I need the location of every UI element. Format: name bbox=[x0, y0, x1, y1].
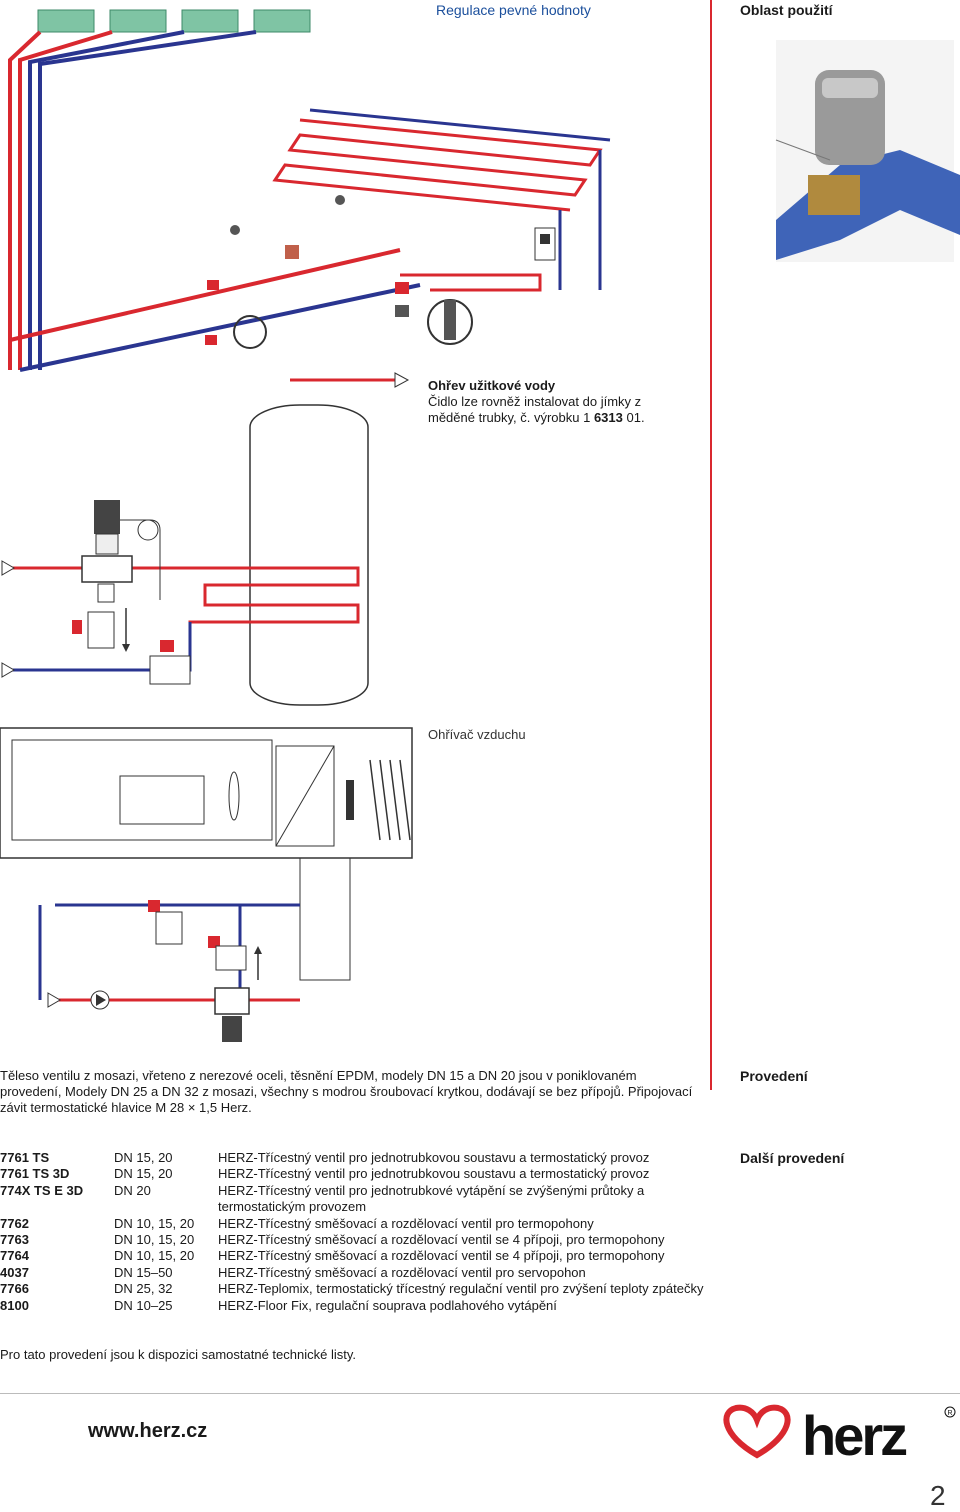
model-dn: DN 10, 15, 20 bbox=[114, 1232, 195, 1248]
hot-water-caption-title: Ohřev užitkové vody bbox=[428, 378, 556, 393]
model-dn: DN 10, 15, 20 bbox=[114, 1215, 195, 1231]
table-row: 774X TS E 3D DN 20 HERZ-Třícestný ventil p… bbox=[0, 1183, 718, 1216]
heading-provedeni: Provedení bbox=[740, 1068, 808, 1084]
model-dn: DN 15, 20 bbox=[114, 1166, 173, 1182]
page-number: 2 bbox=[930, 1480, 946, 1511]
model-dn: DN 10, 15, 20 bbox=[114, 1248, 195, 1264]
technical-sheets-note: Pro tato provedení jsou k dispozici samo… bbox=[0, 1347, 356, 1362]
valve-photo bbox=[775, 40, 960, 262]
herz-logo: herz R bbox=[712, 1400, 960, 1466]
table-row: 7761 TS DN 15, 20 HERZ-Třícestný ventil pr… bbox=[0, 1150, 718, 1166]
air-heater-caption: Ohřívač vzduchu bbox=[428, 727, 526, 742]
table-row: 7761 TS 3D DN 15, 20 HERZ-Třícestný ventil… bbox=[0, 1166, 718, 1182]
website-link[interactable]: www.herz.cz bbox=[88, 1420, 208, 1442]
model-code: 4037 bbox=[0, 1264, 29, 1280]
footer-divider bbox=[0, 1393, 960, 1394]
table-row: 7763 DN 10, 15, 20 HERZ-Třícestný směšovac… bbox=[0, 1232, 718, 1248]
model-text: HERZ-Třícestný ventil pro jednotrubkovou… bbox=[218, 1166, 650, 1182]
models-table: 7761 TS DN 15, 20 HERZ-Třícestný ventil pr… bbox=[0, 1150, 718, 1314]
model-text: HERZ-Třícestný ventil pro jednotrubkové … bbox=[218, 1182, 645, 1215]
svg-text:R: R bbox=[948, 1410, 953, 1417]
hot-water-diagram bbox=[1, 372, 410, 706]
model-dn: DN 25, 32 bbox=[114, 1281, 173, 1297]
model-code: 7761 TS bbox=[0, 1150, 50, 1165]
model-code: 7761 TS 3D bbox=[0, 1166, 70, 1182]
section-title-left: Regulace pevné hodnoty bbox=[436, 2, 591, 18]
air-heater-diagram bbox=[0, 727, 413, 1042]
section-divider-line bbox=[710, 0, 712, 1090]
table-row: 4037 DN 15–50 HERZ-Třícestný směšovací a r… bbox=[0, 1265, 718, 1281]
section-title-right: Oblast použití bbox=[740, 2, 833, 18]
model-dn: DN 20 bbox=[114, 1182, 151, 1198]
schematics bbox=[0, 9, 960, 1042]
model-text: HERZ-Teplomix, termostatický třícestný r… bbox=[218, 1281, 704, 1297]
model-dn: DN 15, 20 bbox=[114, 1150, 173, 1165]
heading-dalsi-provedeni: Další provedení bbox=[740, 1150, 845, 1166]
model-code: 7762 bbox=[0, 1215, 29, 1231]
hot-water-caption-code: 6313 bbox=[593, 410, 623, 425]
model-text: HERZ-Třícestný ventil pro jednotrubkovou… bbox=[218, 1150, 650, 1165]
model-text: HERZ-Třícestný směšovací a rozdělovací v… bbox=[218, 1248, 665, 1264]
brand-wordmark: herz bbox=[802, 1404, 906, 1466]
model-code: 774X TS E 3D bbox=[0, 1182, 84, 1198]
floor-heating-diagram bbox=[8, 9, 611, 372]
model-text: HERZ-Floor Fix, regulační souprava podla… bbox=[218, 1297, 557, 1313]
hot-water-caption-text: Čidlo lze rovněž instalovat do jímky z m… bbox=[428, 394, 642, 425]
product-description: Těleso ventilu z mosazi, vřeteno z nerez… bbox=[0, 1068, 693, 1115]
hot-water-caption-tail: 01. bbox=[622, 410, 645, 425]
model-dn: DN 15–50 bbox=[114, 1264, 173, 1280]
model-code: 8100 bbox=[0, 1297, 29, 1313]
model-text: HERZ-Třícestný směšovací a rozdělovací v… bbox=[218, 1264, 586, 1280]
model-dn: DN 10–25 bbox=[114, 1297, 173, 1313]
model-code: 7763 bbox=[0, 1232, 29, 1248]
hot-water-caption: Ohřev užitkové vody Čidlo lze rovněž ins… bbox=[428, 378, 686, 426]
table-row: 7762 DN 10, 15, 20 HERZ-Třícestný směšovac… bbox=[0, 1216, 718, 1232]
table-row: 7764 DN 10, 15, 20 HERZ-Třícestný směšovac… bbox=[0, 1248, 718, 1264]
table-row: 8100 DN 10–25 HERZ-Floor Fix, regulační so… bbox=[0, 1298, 718, 1314]
model-text: HERZ-Třícestný směšovací a rozdělovací v… bbox=[218, 1232, 665, 1248]
model-code: 7766 bbox=[0, 1281, 29, 1297]
table-row: 7766 DN 25, 32 HERZ-Teplomix, termostatick… bbox=[0, 1281, 718, 1297]
heart-logo-icon: herz R bbox=[723, 1404, 956, 1466]
model-text: HERZ-Třícestný směšovací a rozdělovací v… bbox=[218, 1215, 594, 1231]
model-code: 7764 bbox=[0, 1248, 29, 1264]
